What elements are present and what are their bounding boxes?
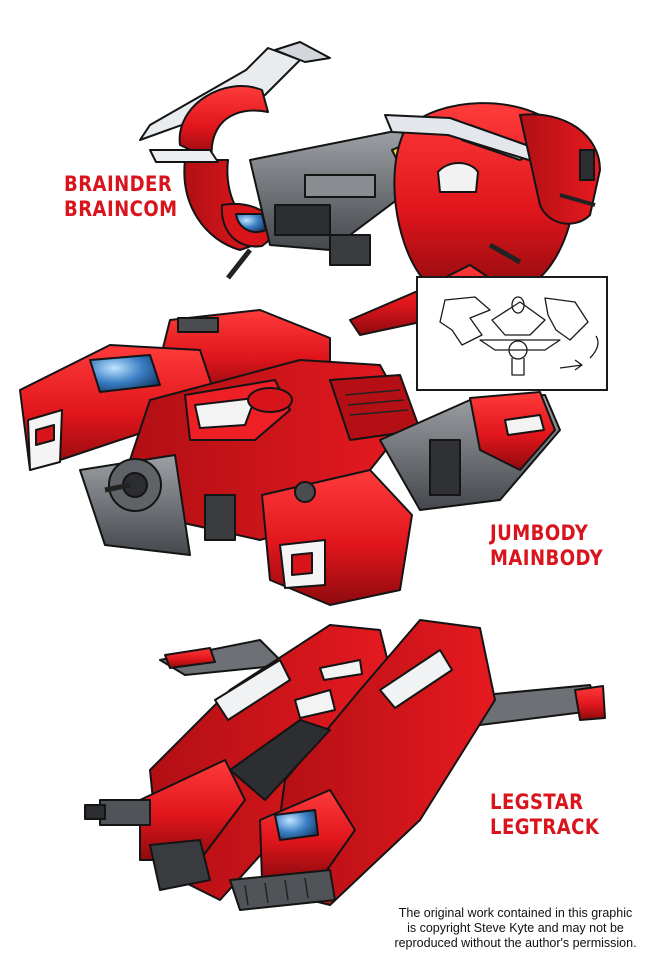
legstar-label-line2: LEGTRACK — [490, 815, 600, 839]
braincom-ship-illustration — [139, 41, 601, 336]
jumbody-ship-illustration — [19, 309, 561, 606]
copyright-line2: is copyright Steve Kyte and may not be — [407, 921, 624, 935]
concept-sketch-box — [416, 276, 608, 391]
jumbody-label-line1: JUMBODY — [490, 521, 589, 545]
jumbody-label: JUMBODY MAINBODY — [490, 521, 603, 571]
copyright-line3: reproduced without the author's permissi… — [394, 936, 637, 950]
braincom-label-line1: BRAINDER — [64, 172, 173, 196]
copyright-notice: The original work contained in this grap… — [378, 906, 653, 951]
braincom-label-line2: BRAINCOM — [64, 197, 178, 221]
legstar-label: LEGSTAR LEGTRACK — [490, 790, 599, 840]
legstar-ship-illustration — [84, 619, 606, 911]
copyright-line1: The original work contained in this grap… — [398, 906, 633, 920]
legstar-label-line1: LEGSTAR — [490, 790, 584, 814]
jumbody-label-line2: MAINBODY — [490, 546, 604, 570]
braincom-label: BRAINDER BRAINCOM — [64, 172, 178, 222]
